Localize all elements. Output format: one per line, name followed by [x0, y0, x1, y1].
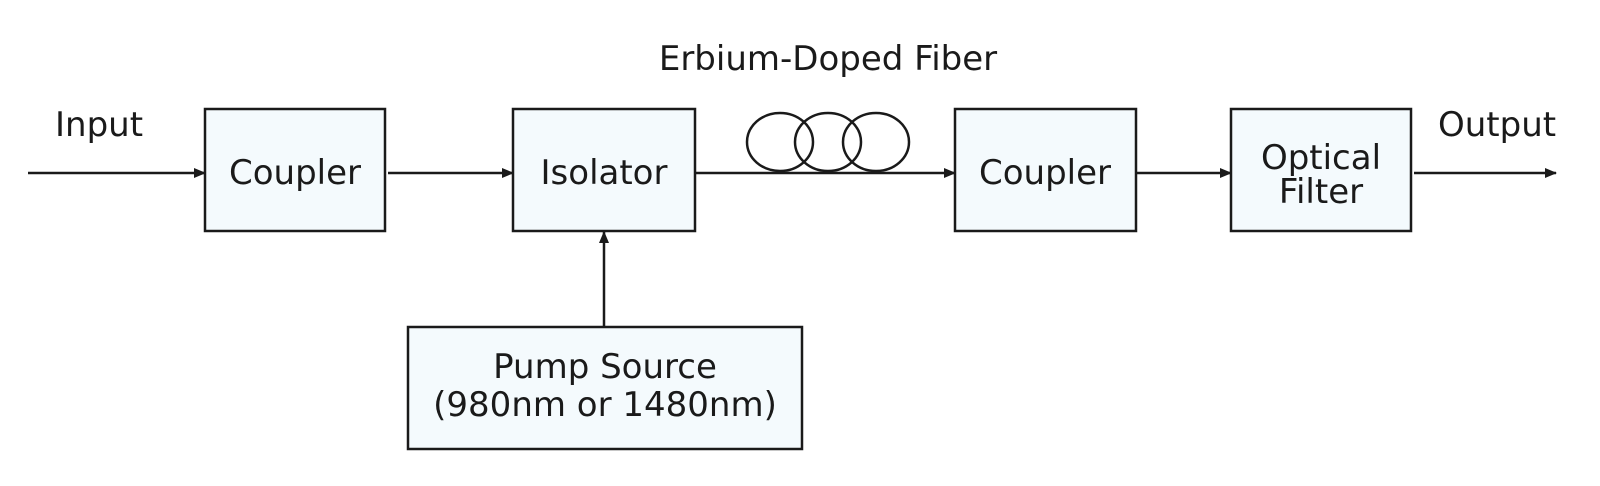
optical-filter-block [1229, 107, 1413, 233]
coupler-2-label: Coupler [979, 153, 1111, 193]
isolator-label: Isolator [541, 153, 668, 193]
isolator-block [511, 107, 697, 233]
pump-source-label-line1: Pump Source [493, 347, 717, 387]
output-label: Output [1438, 105, 1556, 145]
pump-source-block [406, 325, 804, 451]
optical-filter-label-line2: Filter [1279, 172, 1363, 212]
input-label: Input [55, 105, 143, 145]
optical-filter-label-line1: Optical [1261, 138, 1381, 178]
coupler-1-label: Coupler [229, 153, 361, 193]
fiber-label: Erbium-Doped Fiber [659, 39, 997, 79]
fiber-coil-icon [745, 111, 911, 173]
coupler-2-block [953, 107, 1138, 233]
coupler-1-block [203, 107, 387, 233]
pump-source-label-line2: (980nm or 1480nm) [433, 385, 777, 425]
